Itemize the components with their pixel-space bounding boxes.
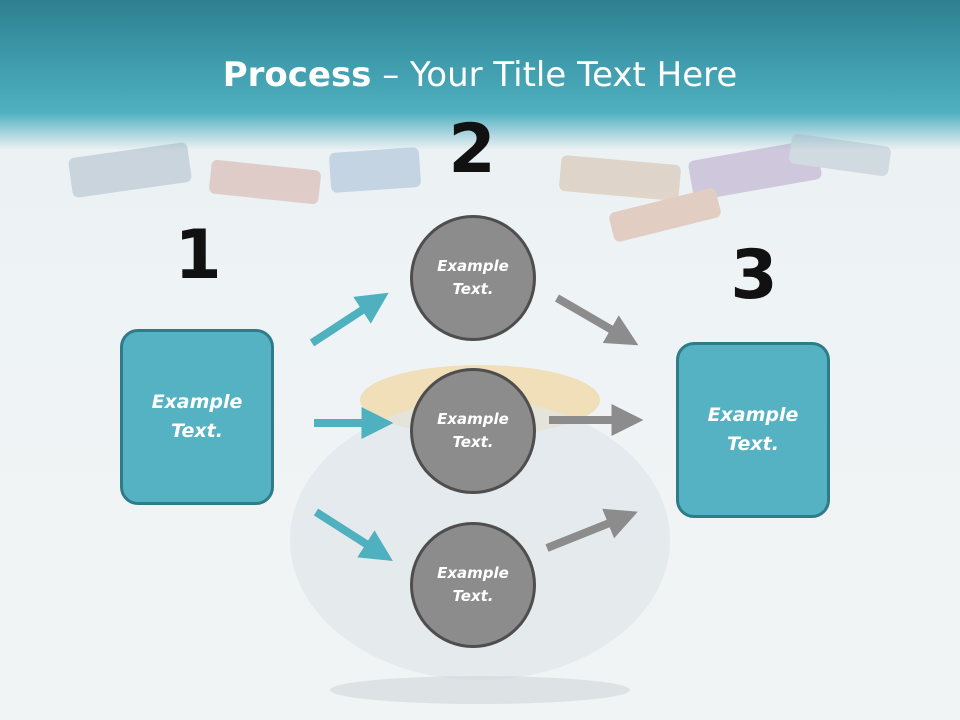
arrow-left-to-top xyxy=(309,292,389,347)
process-box-left: Example Text. xyxy=(120,329,274,505)
circle-bottom-text: Example Text. xyxy=(437,564,509,605)
circle-bottom: Example Text. xyxy=(410,522,536,648)
process-box-left-text: Example Text. xyxy=(151,391,243,442)
circle-top-text: Example Text. xyxy=(437,257,509,298)
arrow-top-to-right xyxy=(554,294,639,346)
step-number-1: 1 xyxy=(174,216,222,295)
title-bold: Process xyxy=(222,55,372,95)
circle-top: Example Text. xyxy=(410,215,536,341)
circle-middle-text: Example Text. xyxy=(437,410,509,451)
arrow-bottom-to-right xyxy=(545,508,638,552)
step-number-3: 3 xyxy=(730,236,778,315)
circle-middle: Example Text. xyxy=(410,368,536,494)
step-number-2: 2 xyxy=(448,110,496,189)
slide-title: Process – Your Title Text Here xyxy=(0,52,960,98)
header-band xyxy=(0,0,960,150)
title-rest: – Your Title Text Here xyxy=(371,55,738,95)
process-box-right: Example Text. xyxy=(676,342,830,518)
arrow-left-to-bottom xyxy=(313,508,393,562)
process-box-right-text: Example Text. xyxy=(707,404,799,455)
